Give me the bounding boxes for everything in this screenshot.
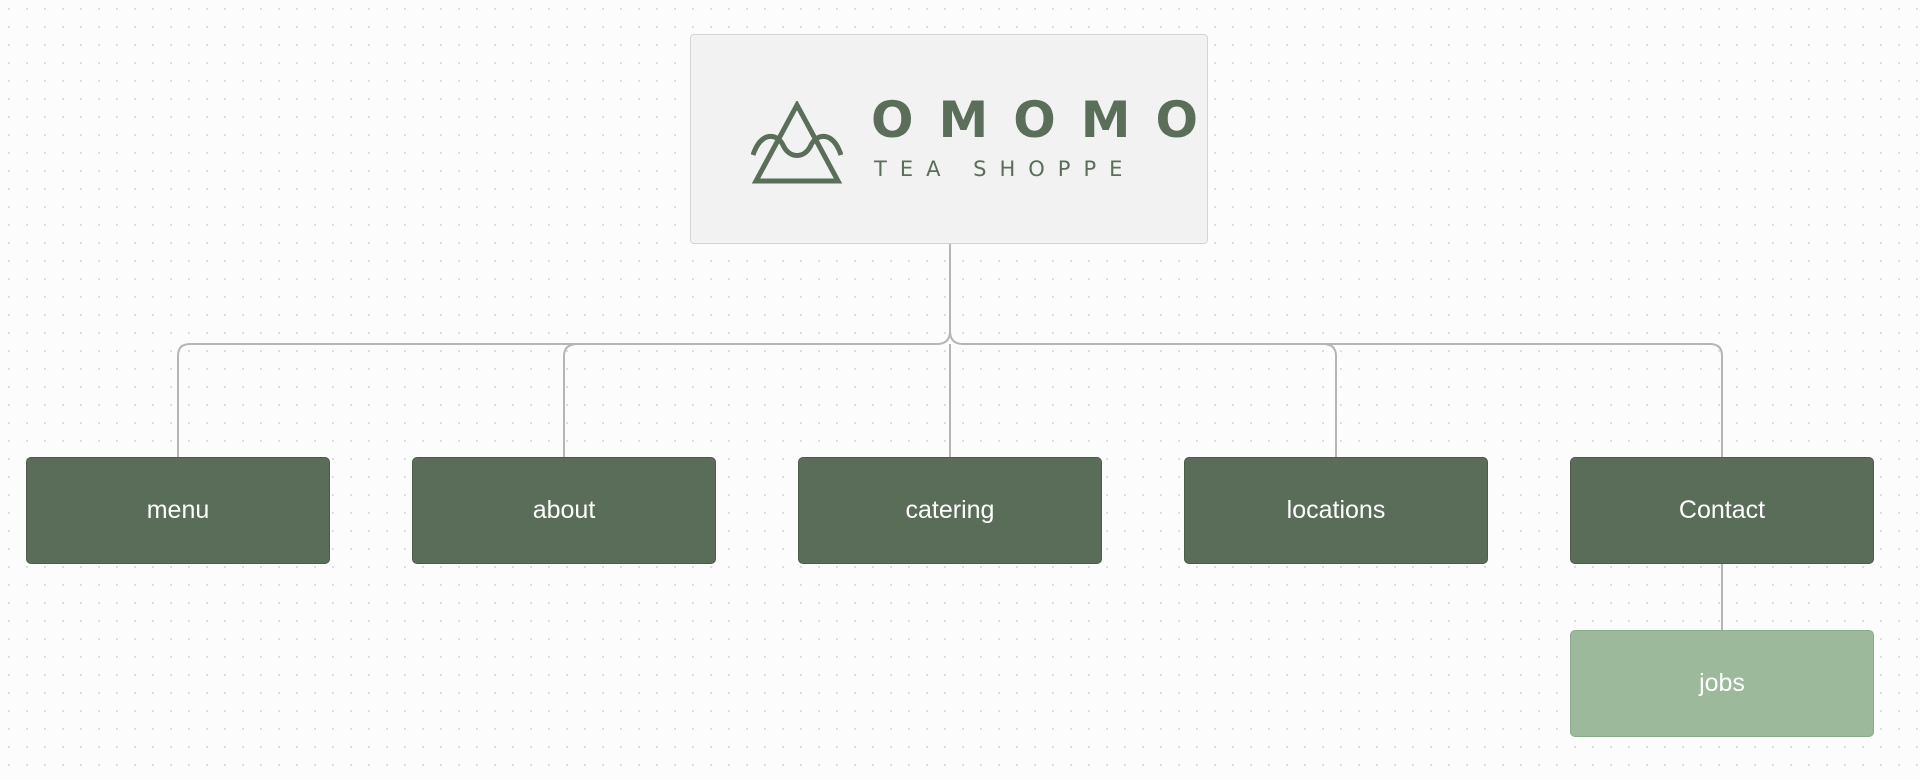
connector-branch-about bbox=[563, 343, 579, 457]
node-locations[interactable]: locations bbox=[1184, 457, 1488, 564]
node-menu[interactable]: menu bbox=[26, 457, 330, 564]
connector-root-right bbox=[949, 330, 964, 345]
connector-branch-left bbox=[177, 343, 937, 457]
connector-branch-locations bbox=[963, 343, 1337, 457]
node-contact[interactable]: Contact bbox=[1570, 457, 1874, 564]
logo-name: OMOMO bbox=[871, 91, 1224, 149]
connector-root-trunk bbox=[936, 244, 951, 345]
node-catering[interactable]: catering bbox=[798, 457, 1102, 564]
mountain-wave-logo-icon bbox=[751, 101, 843, 184]
node-about[interactable]: about bbox=[412, 457, 716, 564]
node-jobs[interactable]: jobs bbox=[1570, 630, 1874, 737]
logo-tagline: TEA SHOPPE bbox=[874, 157, 1136, 181]
root-node[interactable]: OMOMO TEA SHOPPE bbox=[690, 34, 1208, 244]
connector-branch-contact bbox=[1323, 343, 1723, 457]
